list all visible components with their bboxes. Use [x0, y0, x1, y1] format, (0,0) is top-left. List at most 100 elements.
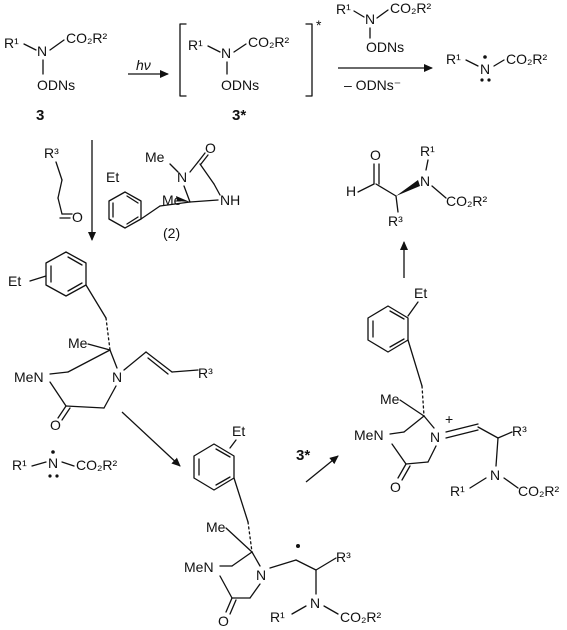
atom-label: CO₂R²: [340, 609, 382, 625]
bond: [353, 10, 365, 18]
radical-formation-arrow: R¹ N CO₂R² ODNs – ODNs⁻: [336, 0, 433, 93]
bond: [407, 339, 423, 387]
bond: [207, 45, 221, 53]
bond: [67, 282, 83, 292]
bond: [169, 163, 179, 173]
atom-label: CO₂R²: [518, 483, 560, 499]
bond: [395, 195, 399, 213]
bond: [375, 183, 397, 197]
atom-label: CO₂R²: [390, 0, 432, 16]
bond: [445, 423, 479, 433]
atom-label: R¹: [4, 35, 19, 51]
compound-3-excited-structure: * R¹ N CO₂R² ODNs 3*: [179, 17, 322, 124]
bond: [425, 159, 429, 171]
atom-label: N: [490, 467, 500, 483]
atom-label: N: [221, 45, 231, 61]
radical-addition-arrow: [121, 411, 181, 467]
hashed-bond: [105, 317, 111, 351]
radical-dot: [51, 450, 55, 454]
arrow: [305, 455, 339, 483]
wedge-bond: [396, 180, 420, 196]
compound-3-structure: R¹ N CO₂R² ODNs 3: [4, 30, 108, 124]
atom-label: O: [370, 147, 381, 163]
benzene-ring: [193, 443, 235, 491]
bond: [189, 161, 199, 173]
excited-star: *: [316, 17, 322, 33]
atom-label: Me: [145, 149, 165, 165]
bond: [49, 39, 65, 51]
atom-label: ODNs: [366, 39, 404, 55]
atom-label: MeN: [354, 427, 384, 443]
atom-label: Me: [68, 335, 88, 351]
atom-label: R³: [388, 213, 403, 229]
bond: [389, 310, 405, 320]
bond: [215, 448, 231, 458]
radical-dot: [296, 544, 300, 548]
bond: [61, 407, 71, 421]
atom-label: MeN: [14, 369, 44, 385]
catalyst-label: (2): [163, 225, 180, 241]
atom-label: O: [72, 209, 83, 225]
atom-label: N: [310, 595, 320, 611]
bond: [399, 399, 425, 417]
lone-pair-dot: [480, 78, 484, 82]
atom-label: N: [177, 169, 187, 185]
lone-pair-dot: [487, 78, 491, 82]
bond: [357, 183, 375, 193]
wedge-bond: [176, 196, 190, 202]
bond: [87, 343, 111, 351]
bond: [225, 597, 233, 613]
bond: [389, 431, 405, 435]
atom-label: ODNs: [221, 77, 259, 93]
bond: [189, 199, 219, 203]
radical-dot: [483, 55, 487, 59]
bond: [493, 59, 505, 67]
bond: [251, 551, 261, 567]
bond: [497, 431, 513, 439]
atom-label: Et: [106, 169, 119, 185]
bond: [477, 426, 499, 439]
atom-label: NH: [220, 192, 240, 208]
bond: [269, 559, 297, 569]
bond: [57, 179, 63, 199]
bond: [389, 338, 405, 348]
bond: [65, 405, 105, 409]
bond: [229, 599, 237, 615]
iminium-charge: +: [445, 411, 453, 427]
bond: [213, 183, 221, 196]
bond: [199, 163, 215, 185]
atom-label: Me: [206, 519, 226, 535]
atom-label: N: [112, 369, 122, 385]
bond: [397, 463, 407, 479]
benzene-ring: [367, 305, 409, 353]
bond: [233, 43, 247, 53]
bond: [147, 357, 169, 375]
benzene-ring: [108, 191, 142, 229]
bond: [219, 575, 233, 599]
bond: [465, 59, 479, 67]
bond: [423, 415, 435, 429]
atom-label: N: [37, 43, 47, 59]
bond: [503, 477, 519, 489]
atom-label: Et: [232, 423, 245, 439]
atom-label: MeN: [184, 559, 214, 575]
atom-label: N: [365, 11, 375, 27]
bond: [405, 461, 429, 465]
atom-label: R³: [512, 423, 527, 439]
nitrogen-radical-reagent: R¹ N CO₂R²: [12, 450, 118, 478]
bond: [49, 381, 67, 407]
atom-label: CO₂R²: [66, 30, 108, 46]
bond: [103, 385, 117, 409]
atom-label: O: [218, 613, 229, 629]
alpha-amino-aldehyde-product: H O R³ N R¹ CO₂R²: [346, 143, 488, 229]
bond: [445, 429, 479, 439]
bond: [67, 256, 83, 266]
atom-label: CO₂R²: [248, 34, 290, 50]
bond: [291, 605, 307, 615]
bond: [23, 43, 37, 51]
atom-label: Me: [380, 391, 400, 407]
bond: [249, 583, 261, 599]
bond: [31, 461, 47, 467]
compound-number: 3*: [296, 447, 310, 464]
